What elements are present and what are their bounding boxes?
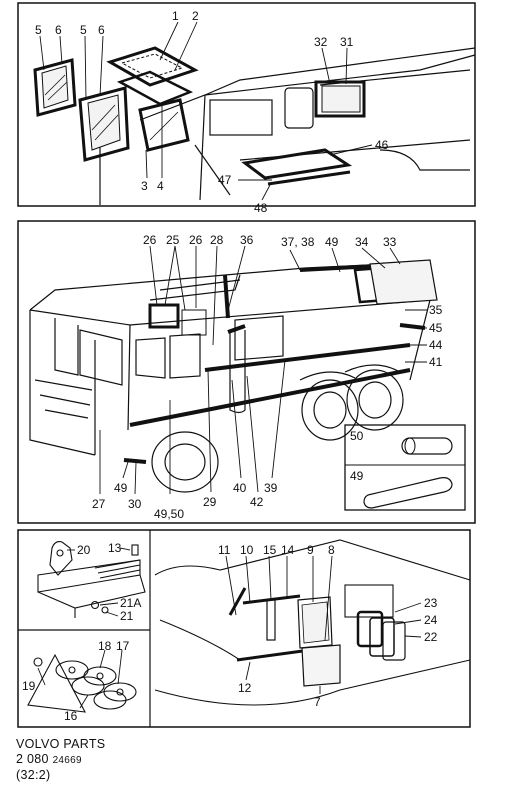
- callout: 21A: [120, 596, 141, 610]
- callout: 29: [203, 495, 217, 509]
- leader-lines-bottom: [37, 547, 422, 709]
- hatch-26: [148, 303, 207, 336]
- callout: 13: [108, 541, 122, 555]
- callout: 5: [80, 23, 87, 37]
- callout: 16: [64, 709, 78, 723]
- callout: 4: [157, 179, 164, 193]
- callout: 14: [281, 543, 295, 557]
- callouts-bottom-right: 11 10 15 14 9 8 23 24 22 12 7: [218, 543, 438, 709]
- caption-number-main: 2 080: [16, 752, 49, 766]
- side-window-31-32: [314, 80, 366, 118]
- callouts-middle: 26 25 26 28 36 37, 38 49 34 33 35 45 44 …: [92, 233, 443, 521]
- callout: 44: [429, 338, 443, 352]
- panel-bottom-frame: [17, 529, 471, 728]
- glass-pane-5-6-right: [78, 86, 130, 162]
- callout: 40: [233, 481, 247, 495]
- inset-seal-detail: [344, 424, 466, 511]
- callout: 32: [314, 35, 328, 49]
- leader-lines-top: [39, 21, 373, 201]
- callout: 49: [114, 481, 128, 495]
- callout: 17: [116, 639, 130, 653]
- sliding-window-assembly: [154, 539, 471, 706]
- caption-title: VOLVO PARTS: [16, 737, 106, 751]
- callout: 11: [218, 543, 231, 557]
- callout: 37, 38: [281, 235, 315, 249]
- callout: 26: [189, 233, 203, 247]
- callout: 3: [141, 179, 148, 193]
- hinge-assembly: [37, 541, 146, 618]
- callout: 27: [92, 497, 106, 511]
- callout: 6: [98, 23, 105, 37]
- callout: 34: [355, 235, 369, 249]
- seal-set: [27, 653, 137, 713]
- callout: 6: [55, 23, 62, 37]
- callout: 19: [22, 679, 36, 693]
- catalog-caption: VOLVO PARTS 2 080 24669 (32:2): [16, 737, 105, 783]
- callout: 49: [325, 235, 339, 249]
- callout: 10: [240, 543, 254, 557]
- callout: 31: [340, 35, 354, 49]
- callout: 21: [120, 609, 134, 623]
- callout: 8: [328, 543, 335, 557]
- callout: 26: [143, 233, 157, 247]
- caption-number-sub: 24669: [52, 755, 82, 766]
- callout: 47: [218, 173, 232, 187]
- callout: 45: [429, 321, 443, 335]
- callout: 28: [210, 233, 224, 247]
- callout: 5: [35, 23, 42, 37]
- callout: 7: [314, 695, 321, 709]
- panel-middle-frame: [17, 220, 476, 524]
- callout: 49,50: [154, 507, 184, 521]
- vehicle-body-outline: [29, 261, 431, 493]
- glass-pane-5-6-left: [33, 58, 77, 117]
- seal-tube-50: [401, 437, 453, 455]
- seal-strip-49: [363, 477, 453, 509]
- panel-top-frame: [17, 2, 476, 207]
- callout: 39: [264, 481, 278, 495]
- callout: 46: [375, 138, 389, 152]
- callout: 25: [166, 233, 180, 247]
- panel-top: 5 6 5 6 1 2 32 31 46 47 48 3 4: [17, 2, 476, 215]
- callout: 49: [350, 469, 364, 483]
- callout: 20: [77, 543, 91, 557]
- callouts-bottom-left: 20 13 21A 21 18 17 19 16: [22, 541, 141, 723]
- callout: 1: [172, 9, 179, 23]
- callout: 35: [429, 303, 443, 317]
- leader-lines-middle: [99, 245, 427, 495]
- rear-glass-33-34: [353, 259, 438, 305]
- callout: 33: [383, 235, 397, 249]
- callout: 23: [424, 596, 438, 610]
- caption-number: 2 080 24669: [16, 752, 105, 768]
- callout: 48: [254, 201, 268, 215]
- callout: 30: [128, 497, 142, 511]
- callout: 42: [250, 495, 264, 509]
- caption-section: (32:2): [16, 768, 51, 782]
- callout: 22: [424, 630, 438, 644]
- callout: 50: [350, 429, 364, 443]
- callout: 41: [429, 355, 443, 369]
- callouts-top: 5 6 5 6 1 2 32 31 46 47 48 3 4: [35, 9, 389, 215]
- callout: 15: [263, 543, 277, 557]
- seal-46-47: [241, 148, 353, 186]
- roof-hatch-assembly: [106, 46, 199, 152]
- callout: 24: [424, 613, 438, 627]
- callout: 12: [238, 681, 252, 695]
- callout: 2: [192, 9, 199, 23]
- panel-middle: 26 25 26 28 36 37, 38 49 34 33 35 45 44 …: [17, 220, 476, 524]
- callout: 9: [307, 543, 314, 557]
- callout: 36: [240, 233, 254, 247]
- panel-bottom: 20 13 21A 21 18 17 19 16 11 10 15 14 9 8…: [17, 529, 471, 728]
- callout: 18: [98, 639, 112, 653]
